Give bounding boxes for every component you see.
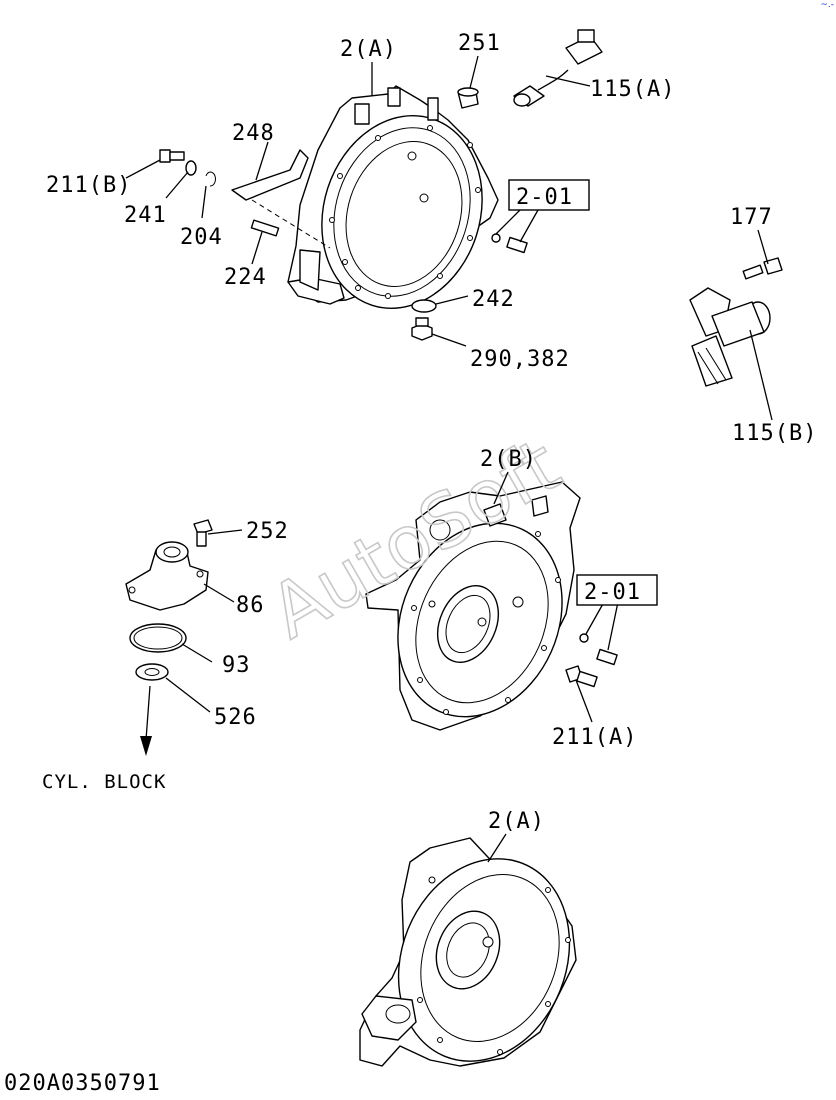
label-part-252: 252 — [246, 519, 289, 544]
label-housing-2b: 2(B) — [480, 447, 537, 472]
plug-251[interactable] — [457, 87, 479, 109]
bolt-set-2-01-middle[interactable] — [579, 633, 618, 666]
o-ring-93[interactable] — [129, 623, 187, 653]
label-part-115b: 115(B) — [732, 421, 817, 446]
label-ref-2-01-top: 2-01 — [516, 185, 573, 210]
flywheel-housing-middle[interactable] — [365, 481, 592, 743]
label-part-526: 526 — [214, 705, 257, 730]
plug-290-382[interactable] — [411, 317, 433, 341]
sensor-115a[interactable] — [513, 29, 603, 107]
washer-242[interactable] — [411, 299, 437, 313]
flywheel-housing-top[interactable] — [251, 85, 506, 329]
bolt-211a[interactable] — [565, 665, 598, 688]
label-cyl-block: CYL. BLOCK — [42, 771, 166, 793]
washer-241[interactable] — [185, 160, 197, 176]
label-part-204: 204 — [180, 225, 223, 250]
ref-box-top — [508, 179, 590, 211]
label-ref-2-01-middle: 2-01 — [584, 580, 641, 605]
label-part-115a: 115(A) — [590, 77, 675, 102]
drawing-number: 020A0350791 — [4, 1071, 161, 1096]
bolt-177[interactable] — [742, 257, 783, 280]
bolt-211b[interactable] — [159, 149, 185, 163]
label-part-211a: 211(A) — [552, 725, 637, 750]
label-part-224: 224 — [224, 265, 267, 290]
label-part-86: 86 — [236, 593, 265, 618]
washer-526[interactable] — [135, 663, 169, 681]
label-housing-2a-bottom: 2(A) — [488, 809, 545, 834]
label-part-290-382: 290,382 — [470, 347, 570, 372]
bracket-248[interactable] — [231, 149, 309, 201]
snap-ring-204[interactable] — [205, 171, 216, 187]
label-part-251: 251 — [458, 31, 501, 56]
bolt-252[interactable] — [193, 519, 213, 547]
label-part-241: 241 — [124, 203, 167, 228]
label-part-248: 248 — [232, 121, 275, 146]
stud-224[interactable] — [250, 219, 280, 237]
label-housing-2a-top: 2(A) — [340, 37, 397, 62]
label-part-177: 177 — [730, 205, 773, 230]
flywheel-housing-bottom[interactable] — [359, 833, 599, 1087]
arrow-to-cyl-block — [140, 685, 152, 756]
ref-box-middle — [576, 574, 658, 606]
label-part-211b: 211(B) — [46, 173, 131, 198]
corner-mark: ~.- — [820, 0, 834, 10]
label-part-93: 93 — [222, 653, 251, 678]
bracket-86[interactable] — [125, 541, 209, 611]
bolt-set-2-01-top[interactable] — [491, 233, 528, 254]
leader-lines — [125, 55, 773, 863]
sensor-115b[interactable] — [689, 287, 771, 387]
label-part-242: 242 — [472, 287, 515, 312]
